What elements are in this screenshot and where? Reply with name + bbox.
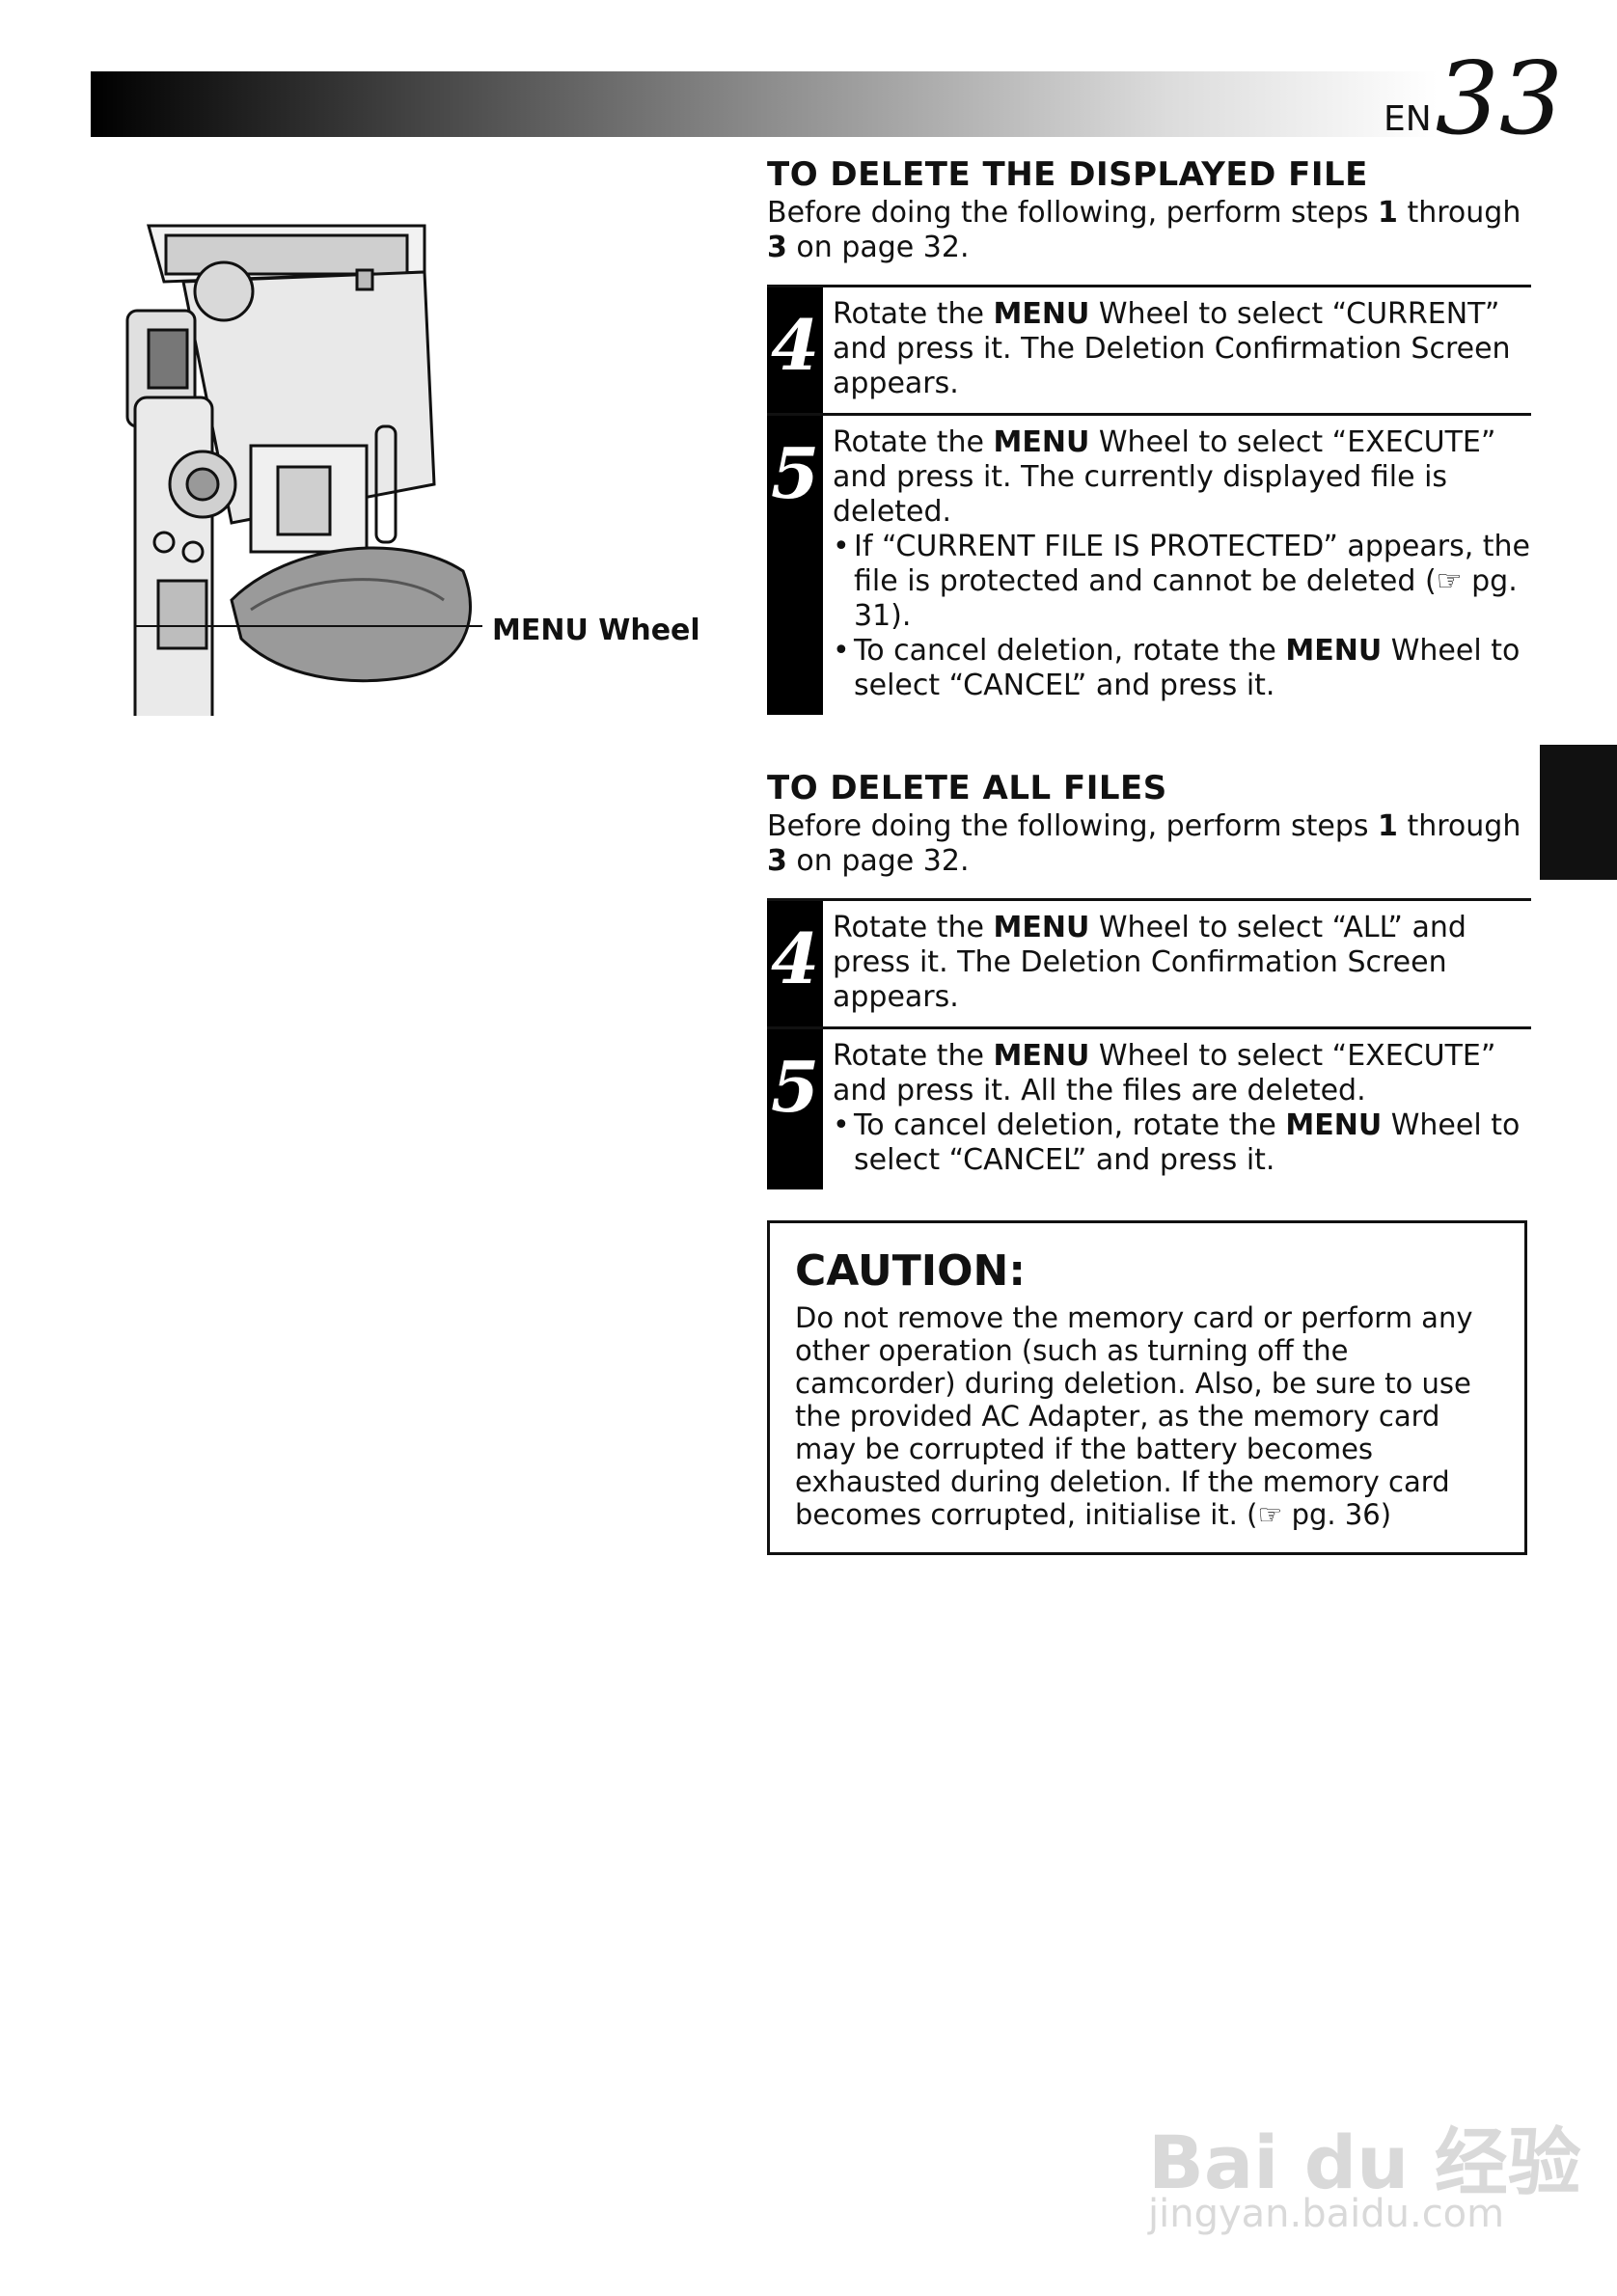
caution-text: Do not remove the memory card or perform… xyxy=(795,1301,1473,1531)
intro-text: Before doing the following, perform step… xyxy=(767,809,1379,844)
section-delete-displayed: TO DELETE THE DISPLAYED FILE Before doin… xyxy=(767,155,1531,716)
bullet-dot: • xyxy=(833,634,850,669)
steps: 4 Rotate the MENU Wheel to select “ALL” … xyxy=(767,898,1531,1190)
intro-step-last: 3 xyxy=(767,231,787,265)
watermark-logo: Bai du 经验 xyxy=(1148,2119,1581,2205)
camcorder-illustration xyxy=(125,224,472,716)
menu-keyword: MENU xyxy=(1285,1108,1383,1143)
page-number-value: 33 xyxy=(1435,40,1563,157)
menu-wheel-label: MENU Wheel xyxy=(492,614,700,647)
intro-text: on page 32. xyxy=(786,231,970,265)
section-intro: Before doing the following, perform step… xyxy=(767,196,1531,265)
watermark-url: jingyan.baidu.com xyxy=(1148,2192,1505,2236)
step-text-part: Rotate the xyxy=(833,425,994,460)
bullet-text-part: Wheel to select “CANCEL” and press it. xyxy=(854,634,1521,703)
bullet-text-part: To cancel deletion, rotate the xyxy=(854,634,1286,669)
step-number: 4 xyxy=(767,287,823,414)
intro-text: on page 32. xyxy=(786,844,970,879)
step-number: 4 xyxy=(767,901,823,1027)
step-text-part: Wheel to select “EXECUTE” and press it. … xyxy=(833,1039,1496,1108)
menu-keyword: MENU xyxy=(993,911,1090,945)
menu-keyword: MENU xyxy=(993,425,1090,460)
step-body: Rotate the MENU Wheel to select “CURRENT… xyxy=(823,287,1531,413)
bullet-text-part: To cancel deletion, rotate the xyxy=(854,1108,1286,1143)
page-number-prefix: EN xyxy=(1383,98,1432,139)
menu-keyword: MENU xyxy=(993,1039,1090,1074)
step-text-part: Wheel to select “CURRENT” and press it. … xyxy=(833,297,1511,401)
menu-keyword: MENU xyxy=(993,297,1090,332)
step-text: Rotate the MENU Wheel to select “ALL” an… xyxy=(833,911,1531,1015)
step-body: Rotate the MENU Wheel to select “EXECUTE… xyxy=(823,416,1531,715)
section-delete-all: TO DELETE ALL FILES Before doing the fol… xyxy=(767,769,1531,1190)
step-text-part: Rotate the xyxy=(833,297,994,332)
step-text: Rotate the MENU Wheel to select “EXECUTE… xyxy=(833,425,1531,530)
intro-text: through xyxy=(1397,809,1521,844)
intro-step-last: 3 xyxy=(767,844,787,879)
step-body: Rotate the MENU Wheel to select “EXECUTE… xyxy=(823,1029,1531,1189)
bullet-item: • To cancel deletion, rotate the MENU Wh… xyxy=(833,634,1531,703)
intro-step-first: 1 xyxy=(1378,809,1398,844)
bullet-text: To cancel deletion, rotate the MENU Whee… xyxy=(854,1108,1531,1178)
step-text-part: Rotate the xyxy=(833,911,994,945)
bullet-text-part: Wheel to select “CANCEL” and press it. xyxy=(854,1108,1521,1178)
step: 4 Rotate the MENU Wheel to select “ALL” … xyxy=(767,901,1531,1030)
bullet-dot: • xyxy=(833,530,850,564)
step: 5 Rotate the MENU Wheel to select “EXECU… xyxy=(767,416,1531,716)
section-intro: Before doing the following, perform step… xyxy=(767,809,1531,879)
intro-text: through xyxy=(1397,196,1521,231)
step-text-part: Wheel to select “ALL” and press it. The … xyxy=(833,911,1466,1015)
page-number: EN 33 xyxy=(1383,40,1563,157)
steps: 4 Rotate the MENU Wheel to select “CURRE… xyxy=(767,285,1531,716)
step: 4 Rotate the MENU Wheel to select “CURRE… xyxy=(767,287,1531,417)
menu-wheel-callout-line xyxy=(135,625,482,627)
step-text: Rotate the MENU Wheel to select “EXECUTE… xyxy=(833,1039,1531,1108)
bullet-text: To cancel deletion, rotate the MENU Whee… xyxy=(854,634,1531,703)
bullet-item: • If “CURRENT FILE IS PROTECTED” appears… xyxy=(833,530,1531,634)
header-gradient-bar xyxy=(91,71,1438,137)
step-number: 5 xyxy=(767,1029,823,1190)
caution-title: CAUTION: xyxy=(795,1246,1026,1296)
bullet-text: If “CURRENT FILE IS PROTECTED” appears, … xyxy=(854,530,1531,634)
section-title: TO DELETE THE DISPLAYED FILE xyxy=(767,155,1368,194)
step-text-part: Rotate the xyxy=(833,1039,994,1074)
step-text-part: Wheel to select “EXECUTE” and press it. … xyxy=(833,425,1496,530)
bullet-item: • To cancel deletion, rotate the MENU Wh… xyxy=(833,1108,1531,1178)
step-number: 5 xyxy=(767,416,823,716)
section-title: TO DELETE ALL FILES xyxy=(767,769,1167,807)
intro-text: Before doing the following, perform step… xyxy=(767,196,1379,231)
step-body: Rotate the MENU Wheel to select “ALL” an… xyxy=(823,901,1531,1026)
intro-step-first: 1 xyxy=(1378,196,1398,231)
bullet-dot: • xyxy=(833,1108,850,1143)
section-tab xyxy=(1540,745,1617,880)
menu-keyword: MENU xyxy=(1285,634,1383,669)
caution-box: CAUTION: Do not remove the memory card o… xyxy=(767,1220,1527,1555)
step: 5 Rotate the MENU Wheel to select “EXECU… xyxy=(767,1029,1531,1190)
step-text: Rotate the MENU Wheel to select “CURRENT… xyxy=(833,297,1531,401)
